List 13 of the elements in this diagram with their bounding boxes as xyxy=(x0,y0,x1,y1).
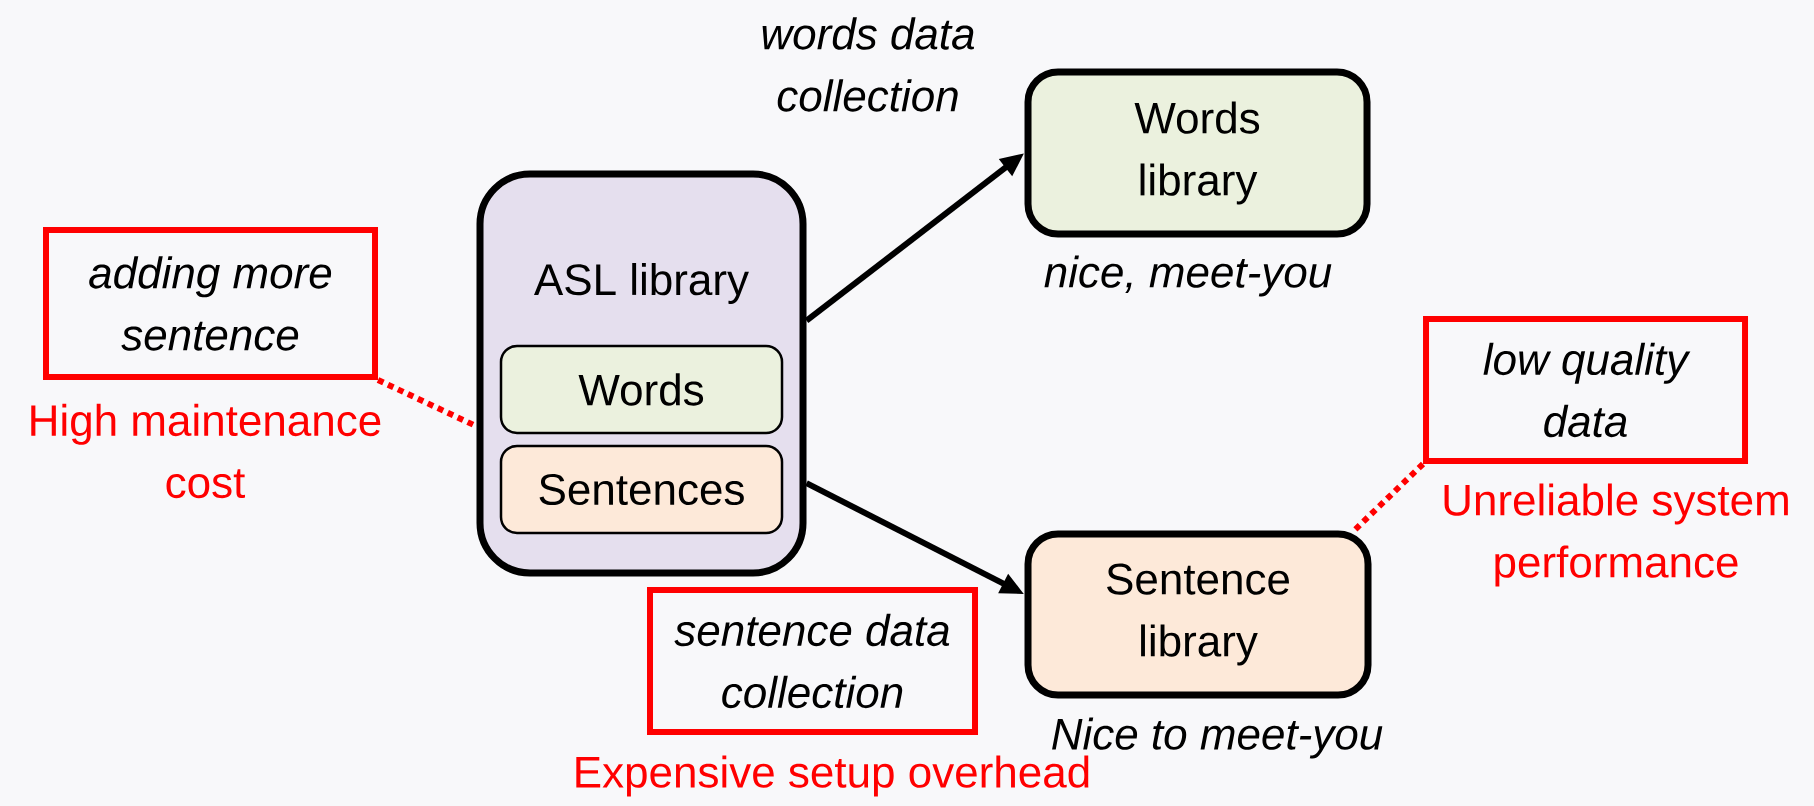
note-box: adding more sentence xyxy=(43,227,378,380)
leader-line xyxy=(1352,461,1426,533)
example-caption: nice, meet-you xyxy=(1044,255,1332,297)
note-box: low quality data xyxy=(1423,316,1748,464)
library-box: Sentence library xyxy=(1024,530,1372,699)
library-box: Words library xyxy=(1024,68,1371,238)
issue-label: Unreliable system performance xyxy=(1444,483,1788,587)
issue-label: High maintenance cost xyxy=(31,403,381,499)
category-box: Words xyxy=(499,344,784,435)
issue-label: Expensive setup overhead xyxy=(576,755,1089,797)
edge-label: words data collection xyxy=(762,17,975,112)
note-box: sentence data collection xyxy=(647,587,978,735)
category-box: Sentences xyxy=(499,444,784,535)
